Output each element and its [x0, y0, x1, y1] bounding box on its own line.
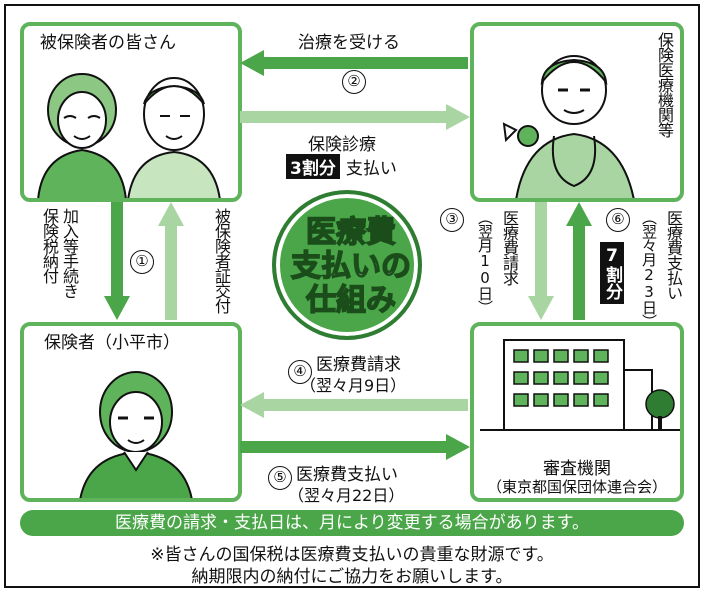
- center-title-badge: 医療費 支払いの 仕組み: [272, 190, 422, 340]
- label-pay-v-date: （翌々月23日）: [640, 210, 658, 328]
- label-payment-3: 3割分支払い: [286, 154, 397, 179]
- label-pay: 支払い: [345, 159, 397, 179]
- review-title: 審査機関: [543, 459, 611, 479]
- arrow-claim-h: [240, 392, 468, 418]
- step-4-badge: ④: [288, 360, 312, 384]
- note-line-2: 納期限内の納付にご協力をお願いします。: [191, 567, 513, 587]
- insured-people-illustration: [37, 73, 221, 198]
- doctor-illustration: [502, 55, 635, 198]
- building-illustration: [480, 339, 680, 431]
- share-3-badge: 3割分: [286, 154, 340, 179]
- medical-title: 保険医療機関等: [655, 32, 674, 137]
- arrow-pay-up: [566, 202, 592, 320]
- center-title-line-2: 支払いの: [290, 249, 412, 285]
- arrow-claim-down: [528, 202, 554, 320]
- step-6-badge: ⑥: [606, 208, 630, 232]
- label-claim-h-date: （翌々月9日）: [300, 376, 407, 395]
- share-7-badge: 7割分: [600, 242, 624, 304]
- label-claim-v: 医療費請求: [500, 210, 519, 285]
- step-2-badge: ②: [342, 70, 366, 94]
- label-claim-v-date: （翌月10日）: [476, 210, 494, 314]
- insured-panel: 被保険者の皆さん: [20, 22, 242, 202]
- label-pay-h-date: （翌々月22日）: [288, 486, 405, 505]
- label-join: 加入等手続き: [60, 208, 79, 298]
- review-panel: 審査機関 （東京都国保団体連合会）: [470, 322, 684, 502]
- label-insured-care: 保険診療: [308, 135, 376, 155]
- clerk-illustration: [79, 371, 193, 498]
- label-claim-h: 医療費請求: [316, 355, 401, 375]
- label-pay-h: 医療費支払い: [296, 465, 398, 485]
- center-title-line-1: 医療費: [305, 215, 397, 251]
- step-5-badge: ⑤: [268, 466, 292, 490]
- arrow-insured-care: [240, 104, 470, 130]
- label-treatment: 治療を受ける: [298, 33, 400, 53]
- step-3-badge: ③: [440, 208, 464, 232]
- medical-panel: 保険医療機関等: [470, 22, 684, 202]
- insured-title: 被保険者の皆さん: [40, 33, 176, 53]
- note-line-1: ※皆さんの国保税は医療費支払いの貴重な財源です。: [150, 545, 554, 565]
- arrow-join-down: [104, 202, 130, 320]
- arrow-treatment: [240, 50, 468, 76]
- insurer-title: 保険者（小平市）: [44, 333, 180, 353]
- label-pay-v: 医療費支払い: [664, 210, 683, 300]
- label-tax: 保険税納付: [40, 208, 59, 283]
- label-card: 被保険者証交付: [212, 208, 231, 313]
- review-subtitle: （東京都国保団体連合会）: [486, 478, 667, 496]
- arrow-card-up: [158, 202, 184, 320]
- step-1-badge: ①: [130, 250, 154, 274]
- notice-banner: 医療費の請求・支払日は、月により変更する場合があります。: [20, 510, 684, 536]
- arrow-pay-h: [240, 434, 470, 460]
- insurer-panel: 保険者（小平市）: [20, 322, 242, 502]
- center-title-line-3: 仕組み: [305, 283, 397, 319]
